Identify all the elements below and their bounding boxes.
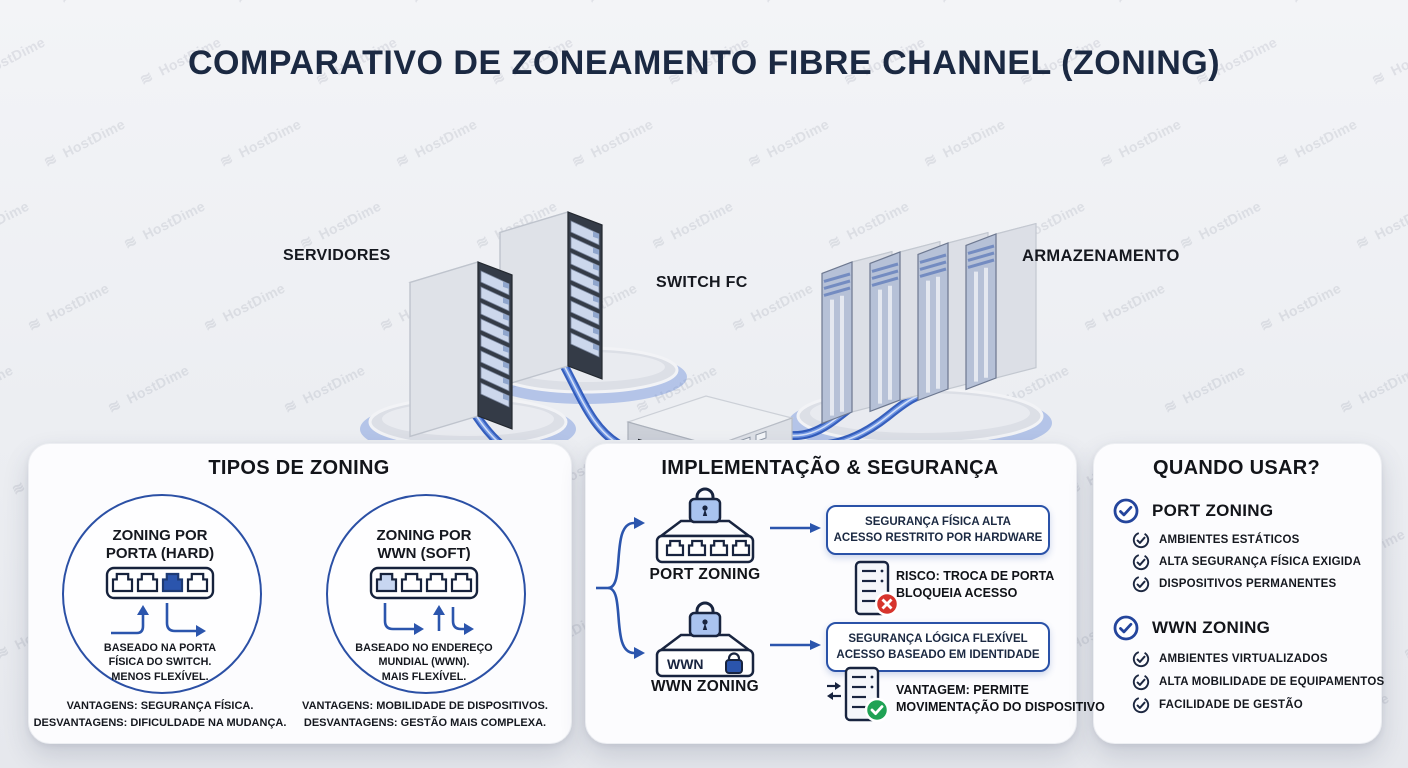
hostdime-logo-icon: ≋ [57, 0, 76, 7]
panel-quando-usar [1093, 443, 1382, 744]
hard-port-strip-icon [105, 566, 215, 600]
checklist-item: DISPOSITIVOS PERMANENTES [1132, 575, 1336, 593]
soft-zoning-desc: BASEADO NO ENDEREÇO MUNDIAL (WWN). MAIS … [355, 642, 493, 683]
hostdime-logo-icon: ≋ [1401, 642, 1408, 664]
wwn-chip-text: WWN [667, 656, 704, 672]
hostdime-watermark: ≋ HostDime [585, 0, 672, 7]
hostdime-logo-icon: ≋ [937, 0, 956, 7]
arrow-right-icon [770, 640, 821, 650]
advantage-server-icon [827, 666, 890, 723]
port-zoning-section: PORT ZONING [1112, 497, 1273, 525]
checklist-item: FACILIDADE DE GESTÃO [1132, 696, 1303, 714]
hard-zoning-caption: VANTAGENS: SEGURANÇA FÍSICA. DESVANTAGEN… [33, 700, 287, 729]
item-label: AMBIENTES ESTÁTICOS [1159, 534, 1300, 546]
check-circle-icon [1113, 615, 1139, 641]
port-zoning-label: PORT ZONING [649, 566, 761, 583]
section-label: WWN ZONING [1152, 618, 1271, 637]
hostdime-watermark: ≋ HostDime [937, 0, 1024, 7]
network-diagram [360, 211, 1052, 440]
item-label: ALTA MOBILIDADE DE EQUIPAMENTOS [1159, 676, 1385, 688]
hostdime-watermark: ≋ HostDime [233, 0, 320, 7]
item-label: FACILIDADE DE GESTÃO [1159, 699, 1303, 711]
hostdime-logo-icon: ≋ [409, 0, 428, 7]
item-label: ALTA SEGURANÇA FÍSICA EXIGIDA [1159, 556, 1362, 568]
soft-zoning-name: ZONING POR WWN (SOFT) [376, 527, 472, 563]
hostdime-logo-icon: ≋ [761, 0, 780, 7]
hostdime-logo-icon: ≋ [1289, 0, 1308, 7]
hostdime-watermark: ≋ HostDime [1401, 607, 1408, 663]
hard-zoning-desc: BASEADO NA PORTA FÍSICA DO SWITCH. MENOS… [103, 642, 217, 683]
check-icon [1132, 650, 1150, 668]
servers-label: SERVIDORES [283, 247, 391, 264]
soft-zoning-arrows-icon [383, 603, 474, 635]
tipos-title: TIPOS DE ZONING [208, 457, 390, 479]
check-icon [1132, 673, 1150, 691]
port-zoning-lock-switch-icon [655, 487, 755, 564]
hostdime-watermark: ≋ HostDime [1113, 0, 1200, 7]
check-icon [1132, 531, 1150, 549]
storage-label: ARMAZENAMENTO [1022, 247, 1180, 265]
hard-zoning-arrows-icon [111, 603, 206, 637]
hostdime-watermark: ≋ HostDime [409, 0, 496, 7]
hostdime-logo-icon: ≋ [9, 478, 29, 500]
hostdime-watermark: ≋ HostDime [57, 0, 144, 7]
wwn-zoning-label: WWN ZONING [650, 678, 760, 695]
implementacao-title: IMPLEMENTAÇÃO & SEGURANÇA [661, 457, 999, 479]
item-label: AMBIENTES VIRTUALIZADOS [1159, 653, 1328, 665]
wwn-zoning-lock-box-icon: WWN [655, 601, 755, 678]
checklist-item: AMBIENTES VIRTUALIZADOS [1132, 650, 1328, 668]
wwn-zoning-security-box: SEGURANÇA LÓGICA FLEXÍVEL ACESSO BASEADO… [826, 622, 1050, 672]
wwn-zoning-advantage-note: VANTAGEM: PERMITE MOVIMENTAÇÃO DO DISPOS… [896, 683, 1105, 715]
soft-zoning-caption: VANTAGENS: MOBILIDADE DE DISPOSITIVOS. D… [302, 700, 548, 729]
section-label: PORT ZONING [1152, 501, 1274, 520]
hostdime-logo-icon: ≋ [0, 642, 13, 664]
soft-port-strip-icon [369, 566, 479, 600]
hostdime-logo-icon: ≋ [233, 0, 252, 7]
check-icon [1132, 553, 1150, 571]
checklist-item: ALTA MOBILIDADE DE EQUIPAMENTOS [1132, 673, 1384, 691]
item-label: DISPOSITIVOS PERMANENTES [1159, 578, 1337, 590]
hostdime-logo-icon: ≋ [585, 0, 604, 7]
hostdime-logo-icon: ≋ [1113, 0, 1132, 7]
check-icon [1132, 575, 1150, 593]
wwn-zoning-section: WWN ZONING [1112, 614, 1270, 642]
check-icon [1132, 696, 1150, 714]
branch-bracket [596, 517, 645, 659]
hard-zoning-name: ZONING POR PORTA (HARD) [105, 527, 215, 563]
arrow-right-icon [770, 523, 821, 533]
page-title: COMPARATIVO DE ZONEAMENTO FIBRE CHANNEL … [187, 44, 1221, 82]
hostdime-watermark: ≋ HostDime [761, 0, 848, 7]
switch-label: SWITCH FC [656, 274, 748, 291]
quando-title: QUANDO USAR? [1153, 457, 1320, 479]
port-zoning-security-box: SEGURANÇA FÍSICA ALTA ACESSO RESTRITO PO… [826, 505, 1050, 555]
checklist-item: AMBIENTES ESTÁTICOS [1132, 531, 1300, 549]
check-circle-icon [1113, 498, 1139, 524]
checklist-item: ALTA SEGURANÇA FÍSICA EXIGIDA [1132, 553, 1361, 571]
risk-server-icon [854, 560, 900, 617]
port-zoning-risk-note: RISCO: TROCA DE PORTA BLOQUEIA ACESSO [896, 569, 1055, 601]
hostdime-watermark: ≋ HostDime [1289, 0, 1376, 7]
